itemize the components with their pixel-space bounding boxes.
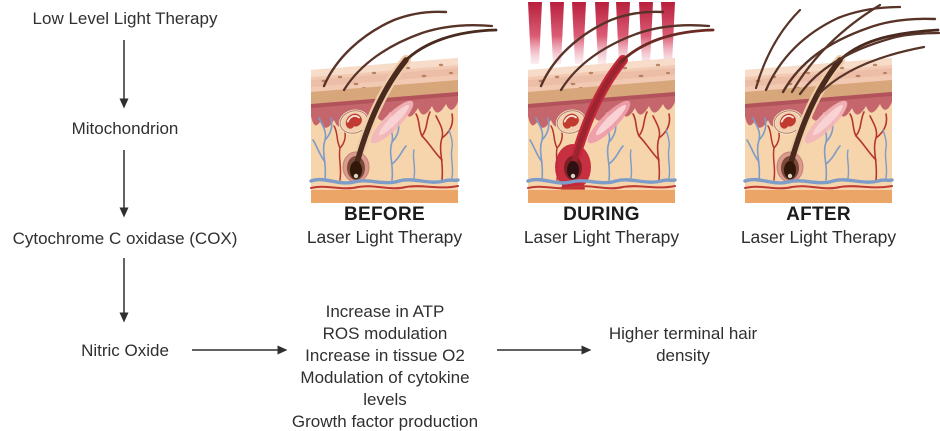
phase-label: DURING bbox=[563, 204, 640, 225]
deep-vessels bbox=[743, 177, 894, 190]
subcutis-strip bbox=[311, 189, 458, 203]
deep-vessels bbox=[309, 177, 460, 190]
phase-label: BEFORE bbox=[344, 204, 425, 225]
subcutis-strip bbox=[528, 189, 675, 203]
skin-cross-section-after-illustration bbox=[743, 3, 940, 203]
sebaceous-gland bbox=[555, 109, 587, 135]
effect-item: ROS modulation bbox=[322, 324, 448, 343]
hair-follicle bbox=[342, 28, 498, 183]
panel-caption-during: DURING Laser Light Therapy bbox=[511, 203, 692, 248]
effect-item: Growth factor production bbox=[291, 412, 479, 431]
panel-caption-after: AFTER Laser Light Therapy bbox=[728, 203, 909, 248]
epidermis-dots bbox=[321, 63, 453, 90]
outcome-text: Higher terminal hair density bbox=[608, 324, 758, 365]
node-cytochrome-c-oxidase: Cytochrome C oxidase (COX) bbox=[12, 229, 238, 248]
effects-list: Increase in ATP ROS modulation Increase … bbox=[285, 301, 485, 431]
surface-hairs bbox=[539, 10, 711, 92]
skin-cross-section-before-illustration bbox=[309, 10, 498, 203]
phase-subtitle: Laser Light Therapy bbox=[306, 227, 463, 247]
panel-before: BEFORE Laser Light Therapy bbox=[294, 0, 506, 260]
surface-hairs bbox=[322, 10, 494, 92]
node-nitric-oxide: Nitric Oxide bbox=[81, 341, 169, 360]
laser-beams bbox=[528, 2, 675, 64]
hair-follicle-activated bbox=[555, 28, 715, 200]
panel-caption-before: BEFORE Laser Light Therapy bbox=[294, 203, 475, 248]
phase-subtitle: Laser Light Therapy bbox=[523, 227, 680, 247]
subcutis-strip bbox=[745, 189, 892, 203]
deep-vessels bbox=[526, 177, 677, 190]
node-mitochondrion: Mitochondrion bbox=[71, 119, 179, 138]
skin-cross-section-during-illustration bbox=[526, 2, 715, 203]
effect-item: Modulation of cytokine levels bbox=[300, 368, 470, 409]
panel-during: DURING Laser Light Therapy bbox=[511, 0, 723, 260]
phase-label: AFTER bbox=[786, 204, 851, 225]
surface-hairs-dense bbox=[754, 3, 940, 97]
phase-subtitle: Laser Light Therapy bbox=[740, 227, 897, 247]
effect-item: Increase in tissue O2 bbox=[305, 346, 465, 365]
skin-block bbox=[745, 58, 892, 189]
effect-item: Increase in ATP bbox=[325, 302, 445, 321]
panel-after: AFTER Laser Light Therapy bbox=[728, 0, 940, 260]
node-low-level-light-therapy: Low Level Light Therapy bbox=[32, 9, 218, 28]
